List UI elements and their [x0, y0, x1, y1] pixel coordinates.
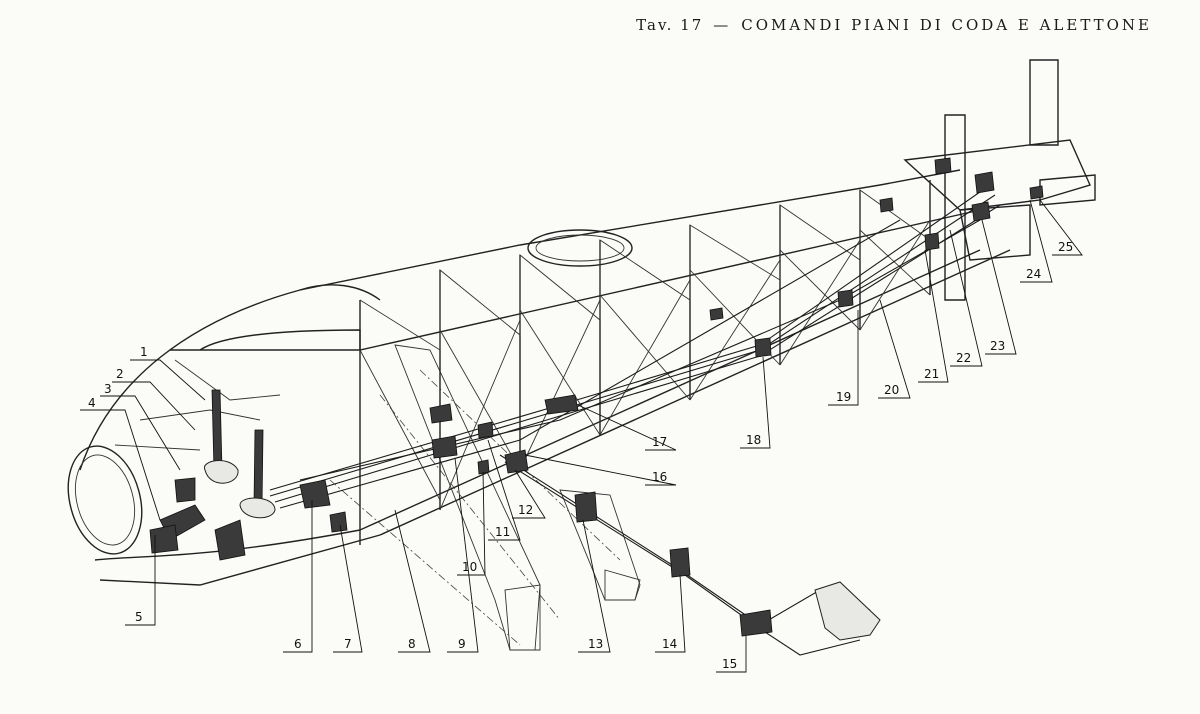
callout-labels: 1 2 3 4 5 6 7 8 9 10 11 12 13 14 15 16 1… [88, 240, 1073, 671]
callout-9: 9 [458, 637, 466, 651]
callout-8: 8 [408, 637, 416, 651]
callout-16: 16 [652, 470, 667, 484]
callout-3: 3 [104, 382, 112, 396]
control-cables [269, 184, 1001, 656]
callout-23: 23 [990, 339, 1005, 353]
leader-lines [80, 199, 1083, 673]
callout-4: 4 [88, 396, 96, 410]
wing-root-slabs [329, 344, 641, 651]
callout-12: 12 [518, 503, 533, 517]
page-title: Tav. 17 — COMANDI PIANI DI CODA E ALETTONE [636, 16, 1152, 34]
callout-17: 17 [652, 435, 667, 449]
callout-22: 22 [956, 351, 971, 365]
callout-13: 13 [588, 637, 603, 651]
plate-caption: COMANDI PIANI DI CODA E ALETTONE [741, 16, 1152, 34]
callout-21: 21 [924, 367, 939, 381]
callout-7: 7 [344, 637, 352, 651]
callout-20: 20 [884, 383, 899, 397]
title-separator: — [713, 16, 732, 34]
callout-18: 18 [746, 433, 761, 447]
callout-11: 11 [495, 525, 510, 539]
callout-10: 10 [462, 560, 477, 574]
callout-19: 19 [836, 390, 851, 404]
callout-15: 15 [722, 657, 737, 671]
cable-fittings [429, 157, 1044, 641]
callout-6: 6 [294, 637, 302, 651]
callout-1: 1 [140, 345, 148, 359]
callout-14: 14 [662, 637, 677, 651]
cockpit-controls [149, 389, 348, 561]
callout-2: 2 [116, 367, 124, 381]
callout-5: 5 [135, 610, 143, 624]
callout-25: 25 [1058, 240, 1073, 254]
callout-24: 24 [1026, 267, 1041, 281]
plate-number: Tav. 17 [636, 16, 704, 34]
